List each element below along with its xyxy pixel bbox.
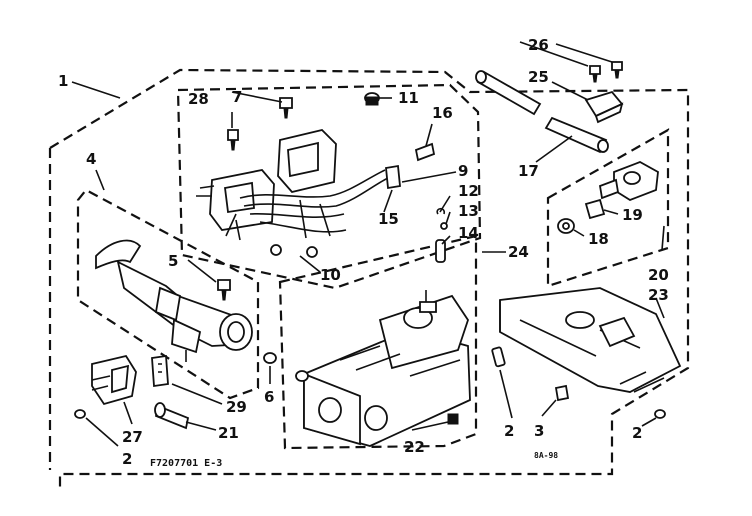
pin-14	[435, 239, 446, 263]
tube-17	[475, 70, 609, 154]
clip-12-13	[436, 207, 448, 230]
callout-3: 3	[534, 422, 544, 440]
screw-3	[554, 384, 570, 402]
screw-2-right	[654, 409, 666, 419]
plug-22	[447, 413, 459, 425]
screw-28	[227, 129, 239, 151]
wiring-group-outline	[176, 83, 482, 290]
diagram-code: F7207701 E-3	[150, 458, 222, 469]
callout-6: 6	[264, 388, 274, 406]
mounting-bracket-23	[499, 287, 682, 393]
callout-21: 21	[218, 424, 239, 442]
callout-18: 18	[588, 230, 609, 248]
callout-29: 29	[226, 398, 247, 416]
callout-15: 15	[378, 210, 399, 228]
callout-24: 24	[508, 243, 529, 261]
valve-group-outline	[76, 188, 260, 400]
screw-21	[154, 402, 190, 430]
callout-26: 26	[528, 36, 549, 54]
callout-2-right: 2	[632, 424, 642, 442]
callout-1: 1	[58, 72, 68, 90]
relay-harness-part	[196, 129, 389, 258]
callout-19: 19	[622, 206, 643, 224]
pin-2-center	[491, 346, 506, 368]
callout-23: 23	[648, 286, 669, 304]
callout-13: 13	[458, 202, 479, 220]
screw-5	[217, 279, 231, 301]
bracket-25	[584, 90, 624, 124]
callout-10: 10	[320, 266, 341, 284]
callout-2-center: 2	[504, 422, 514, 440]
corner-code: 8A-98	[534, 451, 558, 460]
bracket-27	[91, 354, 137, 406]
callout-12: 12	[458, 182, 479, 200]
valve-assembly-part	[95, 239, 253, 362]
plate-29	[151, 354, 169, 388]
callout-14: 14	[458, 224, 479, 242]
screw-2-left	[74, 409, 86, 419]
callout-20: 20	[648, 266, 669, 284]
outer-group-outline	[48, 68, 690, 488]
callout-9: 9	[458, 162, 468, 180]
callout-7: 7	[232, 88, 242, 106]
nut-6	[263, 352, 277, 364]
callout-27: 27	[122, 428, 143, 446]
callout-22: 22	[404, 438, 425, 456]
callout-11: 11	[398, 89, 419, 107]
connector-16	[414, 142, 436, 162]
screw-7	[279, 97, 293, 119]
regulator-part	[598, 161, 659, 202]
grommet-11	[364, 92, 380, 106]
gas-valve-body-part	[295, 290, 471, 447]
callout-25: 25	[528, 68, 549, 86]
callout-17: 17	[518, 162, 539, 180]
callout-16: 16	[432, 104, 453, 122]
callout-28: 28	[188, 90, 209, 108]
callout-5: 5	[168, 252, 178, 270]
callout-4: 4	[86, 150, 96, 168]
leader-lines	[71, 41, 665, 447]
washer-18	[557, 218, 575, 234]
terminal-15	[385, 164, 401, 190]
fitting-19	[584, 198, 606, 220]
callout-2-left: 2	[122, 450, 132, 468]
screws-26	[589, 61, 623, 83]
regulator-group-outline	[546, 128, 670, 288]
